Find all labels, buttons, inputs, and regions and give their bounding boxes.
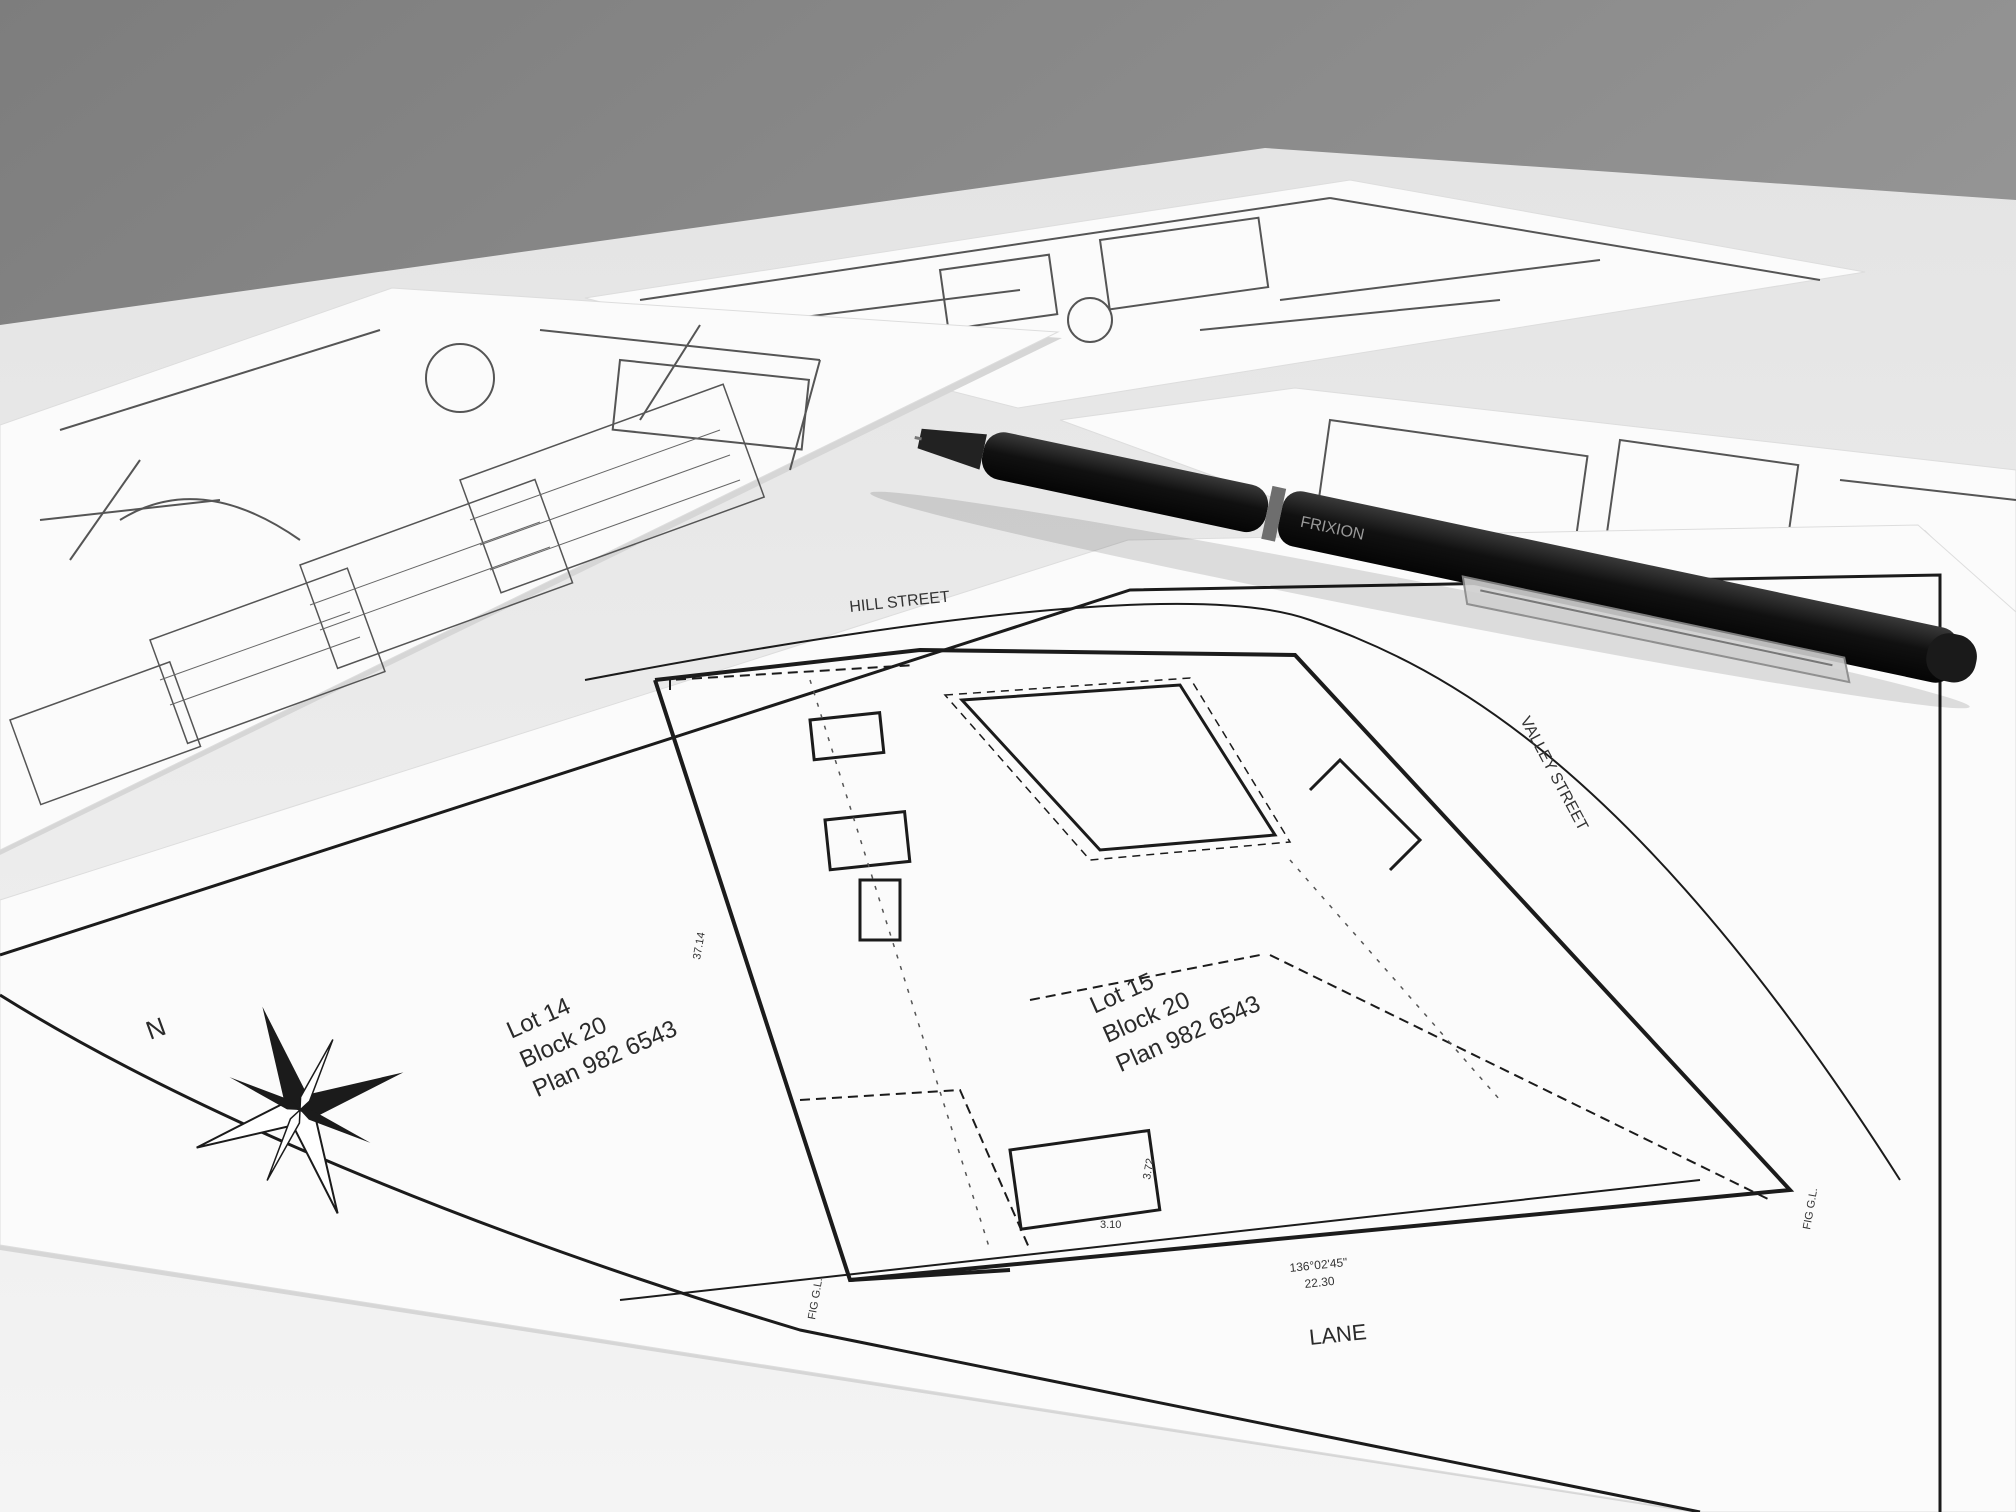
drawing-sheet-left	[0, 287, 1062, 855]
street-lines	[584, 602, 1901, 1301]
pen: FRIXION	[870, 428, 1977, 709]
compass-rose-icon	[196, 1006, 404, 1214]
distance-bottom: 22.30	[1304, 1274, 1336, 1291]
lot-dividers	[809, 679, 1501, 1251]
bearing-bottom: 136°02'45"	[1289, 1255, 1348, 1275]
shed-side: 3.72	[1141, 1157, 1157, 1180]
left-dimension: 37.14	[691, 931, 708, 960]
fence-lines	[669, 664, 1771, 1251]
survey-plan-sheet: Lot 14 Block 20 Plan 982 6543 Lot 15 Blo…	[0, 524, 2016, 1512]
shed-dimension: 3.10	[1100, 1219, 1121, 1231]
legend-table	[9, 383, 766, 806]
street-label-bottom: LANE	[1308, 1319, 1368, 1350]
house-footprint	[808, 677, 1423, 1231]
grid-rows	[159, 429, 741, 706]
lot-boundary	[653, 647, 1795, 1283]
